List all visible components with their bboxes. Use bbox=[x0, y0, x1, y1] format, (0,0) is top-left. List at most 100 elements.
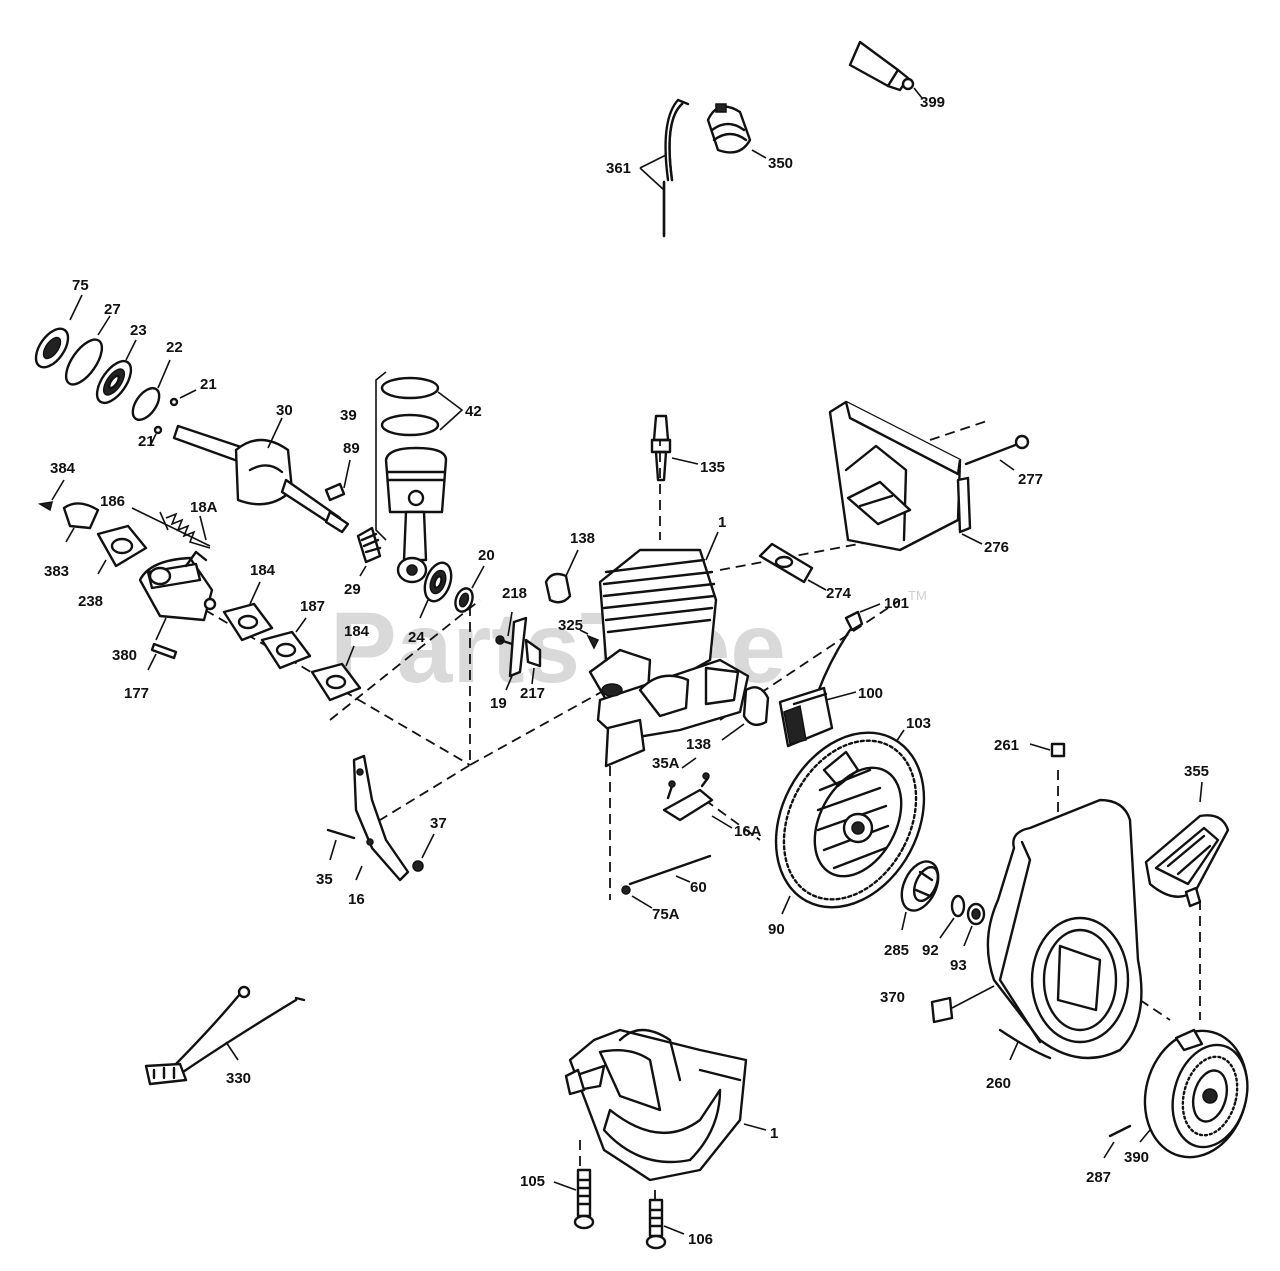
grease-tube-part bbox=[848, 40, 923, 99]
spring-18A-part bbox=[165, 512, 211, 549]
part-label-23: 23 bbox=[130, 322, 147, 339]
part-label-20: 20 bbox=[478, 547, 495, 564]
gasket-184-upper-part bbox=[222, 581, 274, 642]
ignition-wire-101-part bbox=[816, 603, 881, 694]
gasket-184-lower-part bbox=[310, 645, 362, 702]
bracket-16A-part bbox=[662, 772, 733, 829]
part-label-184-lower: 184 bbox=[344, 623, 370, 640]
oil-seal-75-part bbox=[34, 294, 83, 369]
crankcase-1-part bbox=[564, 1028, 767, 1182]
ignition-module-100-part bbox=[778, 686, 857, 748]
blower-housing-260-part bbox=[986, 798, 1143, 1061]
nut-93-part bbox=[963, 902, 986, 947]
part-label-1-lower: 1 bbox=[770, 1125, 778, 1142]
part-label-19: 19 bbox=[490, 695, 507, 712]
key-21-parts bbox=[149, 389, 197, 447]
part-label-187: 187 bbox=[300, 598, 325, 615]
screw-325-part bbox=[579, 629, 600, 650]
part-label-106: 106 bbox=[688, 1231, 713, 1248]
part-label-138-lower: 138 bbox=[686, 736, 711, 753]
part-label-383: 383 bbox=[44, 563, 69, 580]
bushing-75A-part bbox=[621, 885, 653, 909]
part-label-380: 380 bbox=[112, 647, 137, 664]
screw-287-part bbox=[1103, 1124, 1132, 1159]
handle-355-part bbox=[1144, 781, 1230, 908]
part-label-93: 93 bbox=[950, 957, 967, 974]
part-label-90: 90 bbox=[768, 921, 785, 938]
part-label-238: 238 bbox=[78, 593, 103, 610]
part-label-177: 177 bbox=[124, 685, 149, 702]
part-label-75A: 75A bbox=[652, 906, 680, 923]
part-label-184-upper: 184 bbox=[250, 562, 276, 579]
part-label-35: 35 bbox=[316, 871, 333, 888]
part-label-390: 390 bbox=[1124, 1149, 1149, 1166]
flywheel-90-part bbox=[774, 731, 926, 915]
wire-harness-330-part bbox=[144, 985, 306, 1086]
cover-383-part bbox=[62, 502, 100, 543]
part-label-35A: 35A bbox=[652, 755, 680, 772]
muffler-276-part bbox=[828, 400, 983, 552]
part-label-92: 92 bbox=[922, 942, 939, 959]
part-label-217: 217 bbox=[520, 685, 545, 702]
decal-370-part bbox=[930, 985, 995, 1024]
part-label-384: 384 bbox=[50, 460, 76, 477]
fuel-line-part bbox=[639, 98, 690, 238]
part-label-101: 101 bbox=[884, 595, 909, 612]
part-label-277: 277 bbox=[1018, 471, 1043, 488]
bracket-217-part bbox=[524, 638, 542, 685]
part-label-287: 287 bbox=[1086, 1169, 1111, 1186]
trademark-symbol: TM bbox=[908, 588, 927, 603]
rod-186-part bbox=[131, 507, 211, 547]
carburetor-380-part bbox=[138, 550, 217, 641]
bearing-24-part bbox=[419, 561, 453, 619]
piston-part bbox=[384, 446, 448, 584]
part-label-75: 75 bbox=[72, 277, 89, 294]
pin-89-part bbox=[324, 459, 351, 502]
part-label-399: 399 bbox=[920, 94, 945, 111]
part-label-89: 89 bbox=[343, 440, 360, 457]
part-label-39: 39 bbox=[340, 407, 357, 424]
part-label-16A: 16A bbox=[734, 823, 762, 840]
part-label-30: 30 bbox=[276, 402, 293, 419]
retainer-22-part bbox=[131, 359, 171, 422]
part-label-24: 24 bbox=[408, 629, 425, 646]
part-label-274: 274 bbox=[826, 585, 852, 602]
part-label-325: 325 bbox=[558, 617, 583, 634]
part-label-260: 260 bbox=[986, 1075, 1011, 1092]
cylinder-block-1-part bbox=[588, 531, 750, 768]
part-label-105: 105 bbox=[520, 1173, 545, 1190]
part-label-370: 370 bbox=[880, 989, 905, 1006]
part-label-18A: 18A bbox=[190, 499, 218, 516]
bolt-277-part bbox=[964, 434, 1030, 471]
bolt-106-part bbox=[645, 1198, 685, 1250]
muffler-gasket-274-part bbox=[758, 542, 827, 591]
rod-60-part bbox=[628, 854, 712, 886]
part-label-261: 261 bbox=[994, 737, 1019, 754]
part-label-135: 135 bbox=[700, 459, 725, 476]
part-label-138-upper: 138 bbox=[570, 530, 595, 547]
gasket-138-upper-part bbox=[544, 549, 579, 604]
part-label-218: 218 bbox=[502, 585, 527, 602]
part-label-16: 16 bbox=[348, 891, 365, 908]
seal-20-part bbox=[454, 565, 485, 613]
part-label-355: 355 bbox=[1184, 763, 1209, 780]
part-label-285: 285 bbox=[884, 942, 909, 959]
bracket-39-line bbox=[375, 371, 387, 541]
screw-261-part bbox=[1029, 742, 1066, 758]
bearing-23-part bbox=[95, 339, 137, 405]
piston-rings-42-part bbox=[380, 376, 464, 437]
cup-285-part bbox=[900, 860, 940, 931]
spark-plug-135-part bbox=[650, 414, 699, 482]
part-label-21-lower: 21 bbox=[138, 433, 155, 450]
part-label-29: 29 bbox=[344, 581, 361, 598]
part-label-1-upper: 1 bbox=[718, 514, 726, 531]
primer-bulb-part bbox=[706, 103, 767, 159]
part-label-60: 60 bbox=[690, 879, 707, 896]
part-label-37: 37 bbox=[430, 815, 447, 832]
throttle-bracket-16-part bbox=[352, 754, 410, 882]
part-label-103: 103 bbox=[906, 715, 931, 732]
nut-37-part bbox=[412, 833, 435, 872]
part-label-276: 276 bbox=[984, 539, 1009, 556]
part-label-186: 186 bbox=[100, 493, 125, 510]
